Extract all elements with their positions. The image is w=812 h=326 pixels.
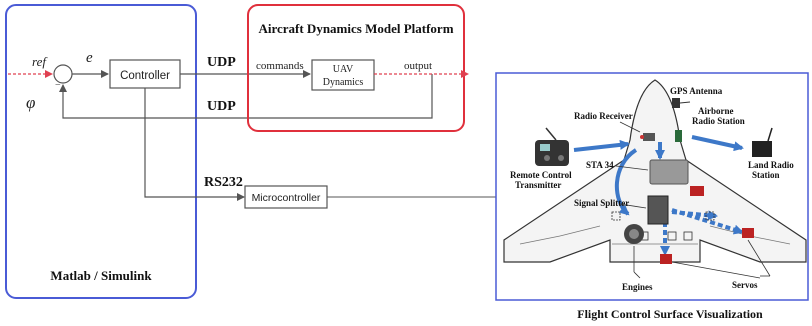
servo-dashed-arrows — [660, 208, 744, 256]
phi-label: φ — [26, 93, 35, 112]
visualization-caption: Flight Control Surface Visualization — [577, 307, 763, 321]
radio-receiver-icon — [643, 133, 655, 141]
land-radio-label-2: Station — [752, 170, 780, 180]
servo-bottom-icon — [660, 254, 672, 264]
uav-dynamics-line2: Dynamics — [323, 77, 364, 88]
matlab-simulink-panel — [5, 4, 197, 299]
servo-right-icon — [742, 228, 754, 238]
remote-control-label-2: Transmitter — [515, 180, 561, 190]
udp-bottom-label: UDP — [207, 99, 236, 114]
udp-top-label: UDP — [207, 55, 236, 70]
aircraft-dynamics-panel — [247, 4, 465, 132]
microcontroller-label: Microcontroller — [252, 192, 321, 204]
gps-antenna-icon — [672, 98, 680, 108]
sta34-label: STA 34 — [586, 160, 614, 170]
matlab-simulink-title: Matlab / Simulink — [50, 268, 152, 283]
engines-label: Engines — [622, 282, 653, 292]
rs232-label: RS232 — [204, 175, 243, 190]
commands-label: commands — [256, 60, 304, 72]
controller-label: Controller — [120, 70, 170, 82]
uav-dynamics-block — [311, 59, 375, 91]
sta34-box — [649, 159, 689, 185]
uav-dynamics-line1: UAV — [333, 64, 354, 75]
signal-splitter-box — [647, 195, 669, 225]
signal-splitter-label: Signal Splitter — [574, 198, 629, 208]
signal-flow-arrows — [573, 135, 744, 216]
output-label: output — [404, 60, 432, 72]
airborne-radio-label-2: Radio Station — [692, 116, 745, 126]
servo-pointer-lines — [671, 239, 771, 279]
land-radio-icon — [752, 127, 773, 157]
remote-control-label-1: Remote Control — [510, 170, 572, 180]
radio-receiver-label: Radio Receiver — [574, 111, 633, 121]
sum-minus-sign: − — [55, 80, 61, 91]
airborne-radio-label-1: Airborne — [698, 106, 734, 116]
servos-label: Servos — [732, 280, 758, 290]
aircraft-dynamics-title: Aircraft Dynamics Model Platform — [258, 21, 453, 36]
airborne-radio-icon — [675, 130, 682, 142]
gps-antenna-label: GPS Antenna — [670, 86, 723, 96]
engine-icon — [624, 224, 644, 244]
error-label: e — [86, 50, 93, 66]
land-radio-label-1: Land Radio — [748, 160, 794, 170]
ref-label: ref — [32, 54, 48, 69]
remote-control-icon — [535, 127, 569, 166]
servo-top-icon — [690, 186, 704, 196]
controller-to-microcontroller-line — [144, 88, 245, 201]
